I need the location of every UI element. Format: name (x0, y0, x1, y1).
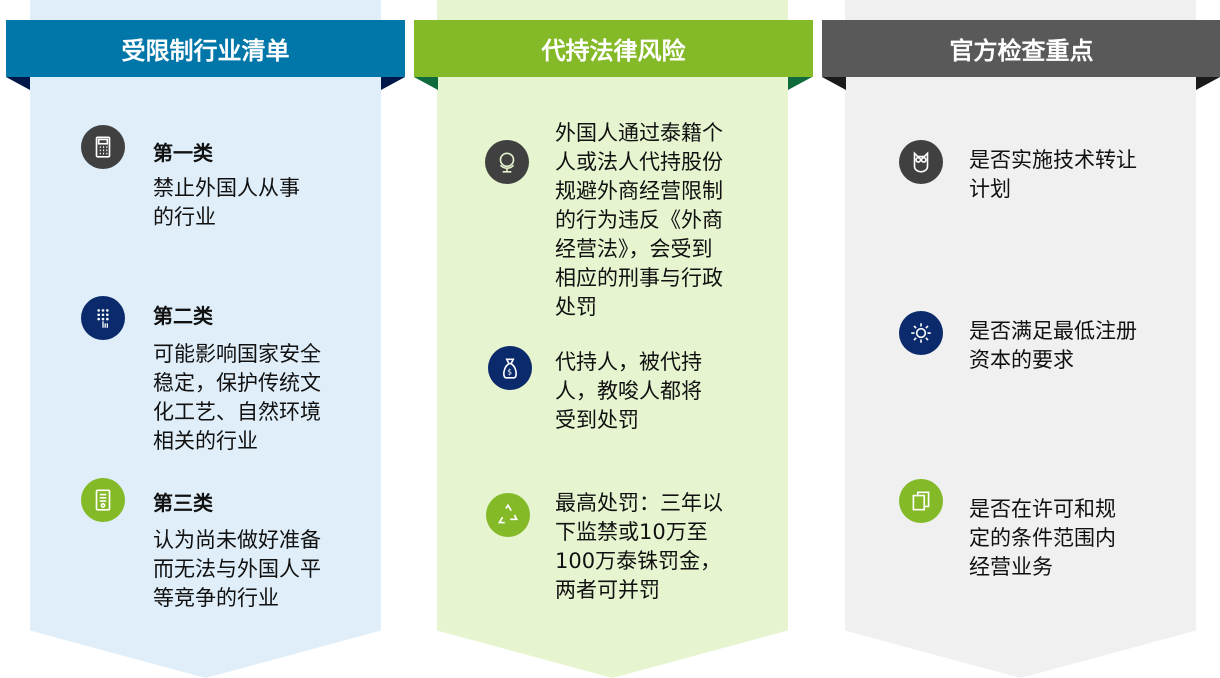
banner-fold (788, 77, 812, 90)
banner-fold (822, 77, 846, 90)
category-description: 禁止外国人从事的行业 (153, 176, 300, 229)
risk-description: 外国人通过泰籍个人或法人代持股份规避外商经营限制的行为违反《外商经营法》，会受到… (555, 121, 723, 319)
inspection-point: 是否满足最低注册资本的要求 (969, 319, 1137, 372)
category-heading: 第二类 (153, 304, 213, 328)
inspection-point: 是否在许可和规定的条件范围内经营业务 (969, 497, 1116, 579)
svg-text:$: $ (507, 368, 512, 377)
banner-fold (414, 77, 438, 90)
banner-fold (381, 77, 405, 90)
category-description: 认为尚未做好准备而无法与外国人平等竞争的行业 (153, 528, 321, 610)
category-description: 可能影响国家安全稳定，保护传统文化工艺、自然环境相关的行业 (153, 342, 321, 453)
keypad-icon (81, 296, 125, 340)
column-title-restricted: 受限制行业清单 (6, 20, 405, 77)
inspection-point: 是否实施技术转让计划 (969, 148, 1137, 201)
category-heading: 第三类 (153, 491, 213, 515)
banner-fold (6, 77, 30, 90)
money-bag-icon: $ (488, 346, 532, 390)
recycle-icon (486, 493, 530, 537)
document-icon (81, 478, 125, 522)
owl-icon (899, 140, 943, 184)
column-title-inspection: 官方检查重点 (822, 20, 1220, 77)
panel-nominee-risk (437, 0, 788, 678)
panel-restricted-industries (30, 0, 381, 678)
column-title-nominee: 代持法律风险 (414, 20, 813, 77)
lightbulb-icon (899, 311, 943, 355)
banner-fold (1196, 77, 1220, 90)
calculator-icon (81, 125, 125, 169)
category-heading: 第一类 (153, 141, 213, 165)
copy-documents-icon (899, 479, 943, 523)
globe-icon (485, 140, 529, 184)
risk-description: 代持人，被代持人，教唆人都将受到处罚 (555, 350, 702, 432)
